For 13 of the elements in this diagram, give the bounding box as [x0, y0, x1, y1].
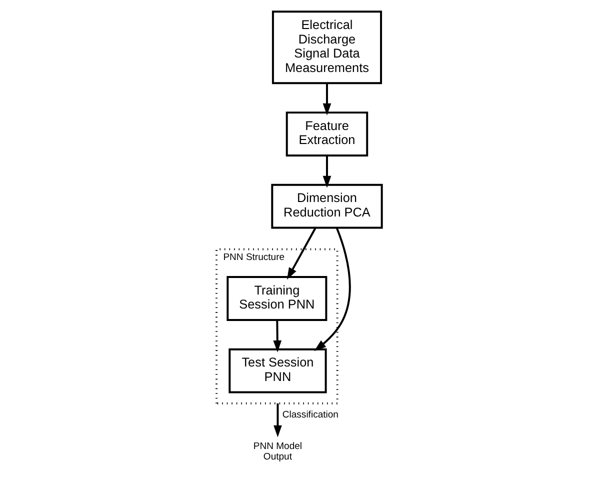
node-text: PNN Model Output — [253, 441, 302, 463]
arrow — [322, 156, 332, 188]
arrow — [322, 83, 332, 116]
node-box: Feature Extraction — [286, 112, 368, 156]
arrow — [273, 320, 282, 352]
node-box: Dimension Reduction PCA — [271, 184, 383, 229]
node-box: Electrical Discharge Signal Data Measurements — [272, 10, 382, 84]
arrow — [274, 403, 282, 438]
node-box: Test Session PNN — [228, 348, 327, 394]
arrow — [314, 227, 351, 352]
node-box: Training Session PNN — [226, 276, 328, 321]
arrow — [286, 227, 316, 280]
edge-label: Classification — [282, 409, 338, 420]
